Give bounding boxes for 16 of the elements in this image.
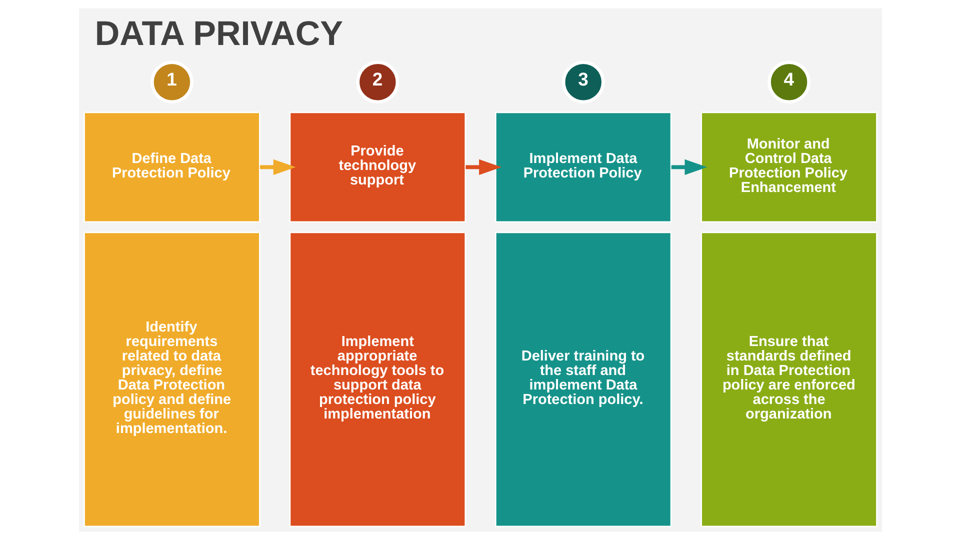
diagram-title: DATA PRIVACY xyxy=(94,14,342,53)
node-box: Ensure that standards defined in Data Protection policy are enforced across the organization xyxy=(700,232,877,528)
arrow xyxy=(465,159,501,176)
node-box: Implement Data Protection Policy xyxy=(494,112,672,223)
node-box: Implement appropriate technology tools to support data protection policy implementation xyxy=(288,232,466,528)
node-box: Define Data Protection Policy xyxy=(83,112,260,223)
node-circle: 4 xyxy=(767,60,810,104)
node-box: Identify requirements related to data privacy, define Data Protection policy and define guidelines for implementation. xyxy=(83,232,260,528)
arrow xyxy=(259,159,296,176)
node-box: Provide technology support xyxy=(288,112,466,223)
node-box: Deliver training to the staff and implement Data Protection policy. xyxy=(494,232,672,528)
node-circle: 1 xyxy=(150,60,193,104)
node-circle: 2 xyxy=(356,60,399,104)
node-box: Monitor and Control Data Protection Policy Enhancement xyxy=(700,112,877,223)
arrow xyxy=(670,159,707,176)
node-circle: 3 xyxy=(561,60,604,104)
